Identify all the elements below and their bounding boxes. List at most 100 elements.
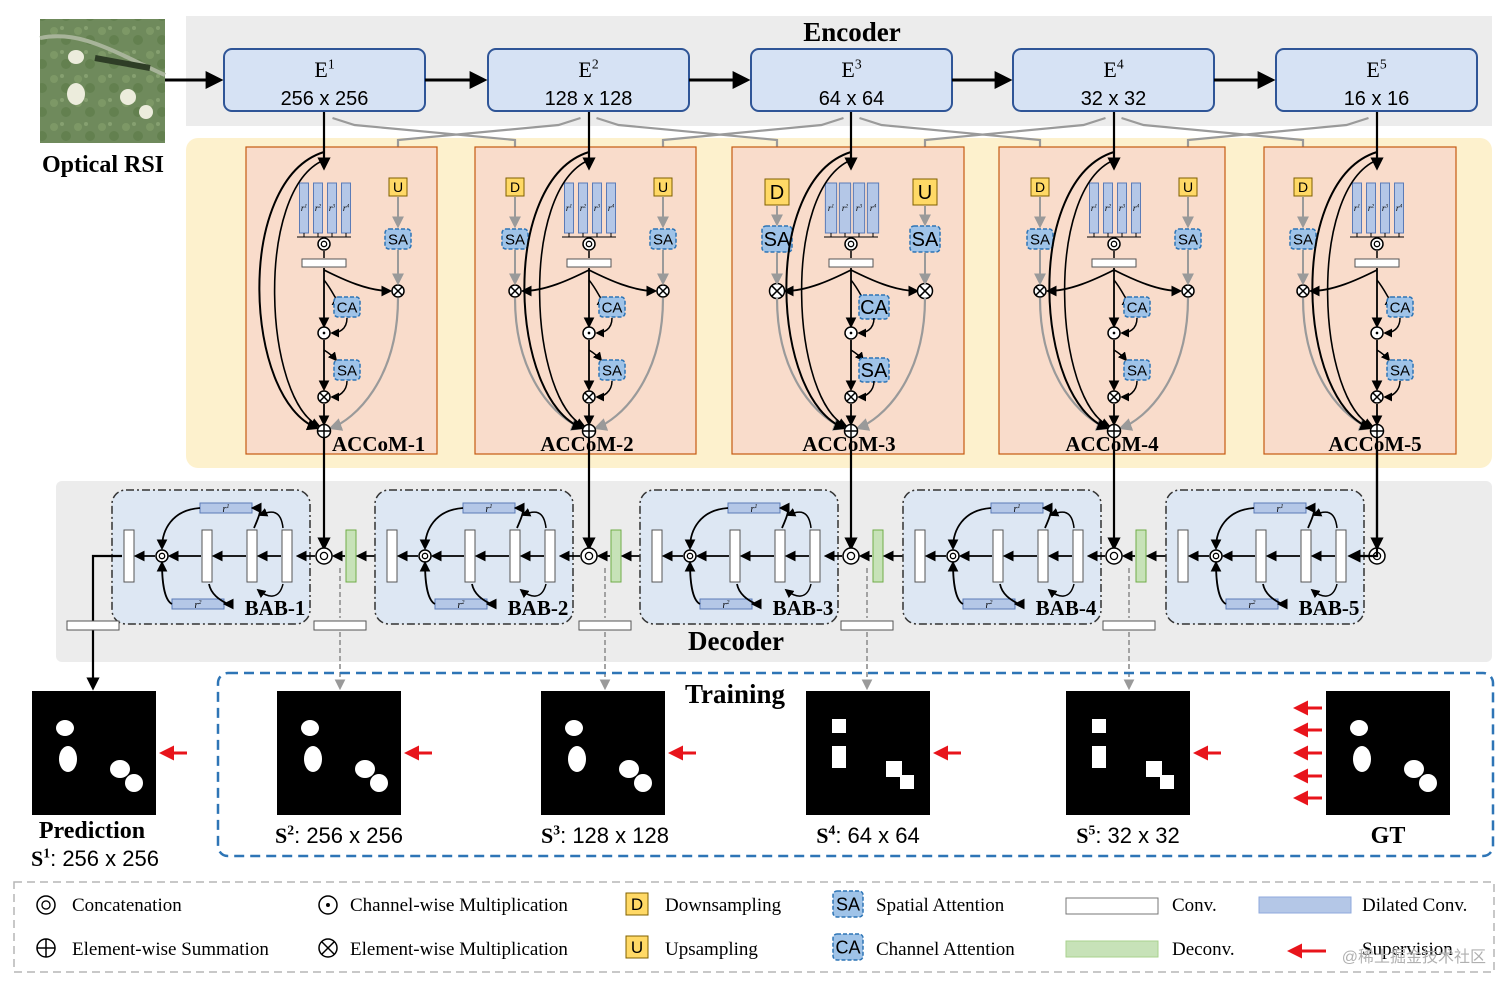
superscript: 3: [553, 823, 560, 838]
bab-arc-bottom: [784, 583, 812, 599]
ca-to-mult: [1383, 317, 1401, 338]
bab-arc-r2-in: [471, 583, 497, 610]
ca-to-mult: [857, 317, 875, 338]
encoder-title: Encoder: [803, 17, 901, 47]
bab-label: BAB-4: [1036, 596, 1097, 620]
conv-block: [828, 258, 874, 268]
superscript: 2: [845, 204, 848, 210]
mult-icon: [1181, 284, 1195, 298]
superscript: 1: [328, 57, 335, 72]
output-map: [541, 691, 665, 815]
superscript: 1: [489, 503, 492, 510]
side-conv: [840, 620, 894, 631]
conv-bar: [1037, 529, 1049, 583]
output-size-label: S2: 256 x 256: [275, 823, 403, 848]
bab-arc-bottom: [1047, 583, 1075, 599]
sa-to-mult: [595, 380, 613, 402]
symbol-d2: [1298, 286, 1308, 296]
accom-label: ACCoM-1: [332, 432, 425, 456]
superscript: 2: [726, 599, 729, 606]
r1-label: r1: [751, 503, 758, 515]
symbol-circle: [683, 549, 697, 563]
sum-icon: [581, 423, 597, 439]
mult-icon: [318, 938, 338, 958]
conv-block: [301, 258, 347, 268]
sa-to-mult: [1383, 380, 1401, 402]
encoder-block-size: 128 x 128: [545, 88, 633, 110]
legend-channel-attention: Channel Attention: [876, 939, 1015, 960]
mult-icon: [1107, 390, 1121, 404]
symbol-dot: [326, 903, 330, 907]
conv-bar: [1300, 529, 1312, 583]
output-size-label: S1: 256 x 256: [31, 846, 159, 871]
channel-attention-box-label: CA: [860, 297, 888, 319]
superscript: 2: [461, 599, 464, 606]
sum-icon: [1106, 423, 1122, 439]
dilation-rate: r4: [343, 203, 350, 213]
bab-arc-r2-in: [1262, 583, 1288, 610]
superscript: 1: [831, 204, 834, 210]
spatial-attention-box: [598, 359, 626, 381]
legend-u-box: [625, 935, 649, 959]
concat-icon: [844, 237, 858, 251]
spatial-attention-box-label: SA: [653, 231, 673, 248]
concat-icon: [1209, 549, 1223, 563]
encoder-block-size: 64 x 64: [819, 88, 885, 110]
legend-upsampling: Upsampling: [665, 939, 758, 960]
legend-ca-box-label: CA: [835, 937, 860, 957]
conv-bar: [729, 529, 741, 583]
blob: [370, 774, 388, 792]
symbol-circle: [580, 547, 598, 565]
mult-icon: [916, 282, 934, 300]
conv-block: [566, 258, 612, 268]
skip-arc-left: [1048, 151, 1115, 431]
legend-spatial-attention: Spatial Attention: [876, 895, 1005, 916]
dilation-rate: r1: [566, 203, 573, 213]
branch-to-right-mult: [850, 269, 920, 297]
bab-arc-bottom: [519, 583, 547, 599]
superscript: 5: [1380, 57, 1387, 72]
encoder-block-size: 256 x 256: [281, 88, 369, 110]
superscript: 3: [1384, 204, 1388, 210]
gt-map: [1326, 691, 1450, 815]
concat-icon: [1370, 237, 1384, 251]
superscript: 4: [1117, 57, 1124, 72]
blob: [1404, 760, 1424, 778]
bab-label: BAB-5: [1299, 596, 1360, 620]
bab-arc-r1-out: [947, 507, 992, 551]
to-sa-arrow: [588, 349, 603, 362]
superscript: 2: [583, 204, 586, 210]
mult-icon: [1296, 284, 1310, 298]
symbol-inner: [319, 551, 329, 561]
superscript: 2: [198, 599, 201, 606]
prediction-label: Prediction: [39, 818, 145, 844]
concat-icon: [418, 549, 432, 563]
symbol-d2: [393, 286, 403, 296]
concat-icon: [582, 237, 596, 251]
accom5-to-bab5: [1347, 450, 1379, 563]
superscript: 3: [331, 204, 335, 210]
bab-arc-r2-in: [999, 583, 1025, 610]
dilation-rate: r2: [315, 203, 322, 213]
dilation-rate: r3: [594, 203, 601, 213]
branch-to-left-mult: [520, 269, 590, 297]
spatial-attention-box: [909, 225, 941, 253]
bab-arc-top: [786, 508, 812, 529]
blob: [568, 746, 586, 772]
symbol-d2: [919, 285, 931, 297]
superscript: 1: [754, 503, 757, 510]
dilation-rate: r3: [856, 203, 863, 213]
conv-bar: [992, 529, 1004, 583]
legend-dilated-conv: Dilated Conv.: [1362, 895, 1467, 916]
legend-deconv-box: [1065, 940, 1159, 958]
superscript: 4: [1136, 203, 1139, 210]
bab-arc-r1-out: [156, 507, 201, 551]
symbol-circle: [582, 237, 596, 251]
legend-sa-box-label: SA: [836, 894, 860, 914]
right-mult-to-sum: [855, 297, 927, 431]
side-conv: [313, 620, 367, 631]
symbol-dot: [849, 331, 853, 335]
